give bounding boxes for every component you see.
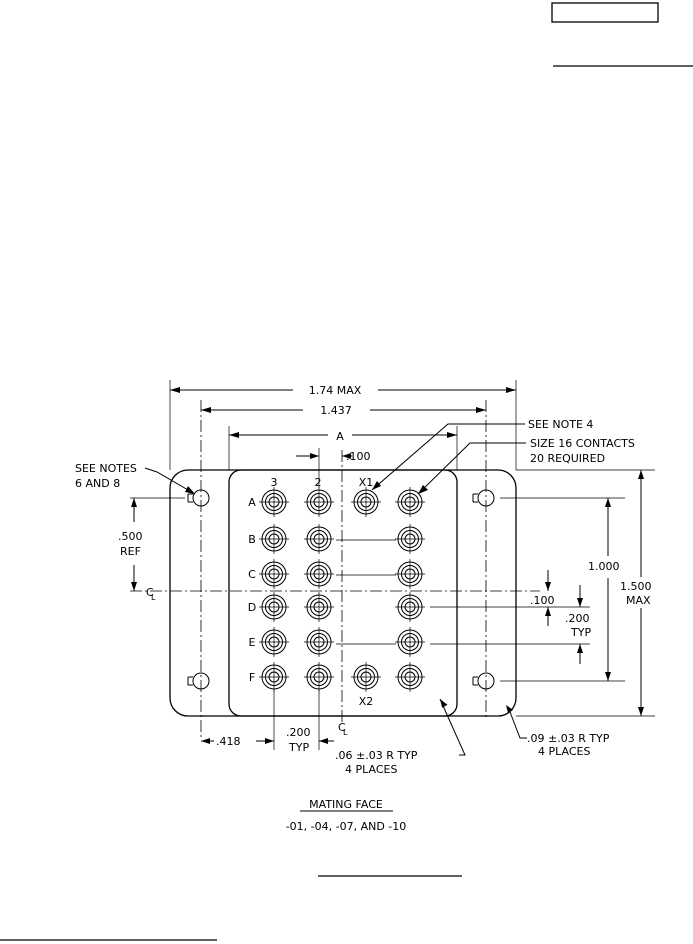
note-see-note-4: SEE NOTE 4: [528, 418, 593, 431]
contact-e2: [303, 626, 335, 658]
dim-mount-vertical: 1.000: [588, 560, 620, 573]
dim-col-offset: .100: [346, 450, 371, 463]
dim-ref-label: REF: [120, 545, 141, 558]
centerline-symbol-bottom-sub: L: [343, 728, 348, 737]
dim-col-pitch-label: TYP: [288, 741, 309, 754]
column-label-x1: X1: [359, 476, 374, 489]
note-inner-radius-line1: .06 ±.03 R TYP: [335, 749, 418, 762]
note-contacts-line1: SIZE 16 CONTACTS: [530, 437, 635, 450]
dim-row-typ-label: TYP: [570, 626, 591, 639]
note-outer-radius-line1: .09 ±.03 R TYP: [527, 732, 610, 745]
dim-ref-value: .500: [118, 530, 143, 543]
connector-insert-outline: [228, 469, 458, 717]
note-inner-radius-line2: 4 PLACES: [345, 763, 397, 776]
note-outer-radius-line2: 4 PLACES: [538, 745, 590, 758]
dim-total-height: 1.500: [620, 580, 652, 593]
contact-d3: [258, 591, 290, 623]
contact-b-right: [394, 523, 426, 555]
contact-f3: [258, 661, 290, 693]
dim-row-pitch: .100: [530, 594, 555, 607]
contact-c3: [258, 558, 290, 590]
row-label-d: D: [248, 601, 256, 614]
dim-left-offset: .418: [216, 735, 241, 748]
dim-col-pitch-value: .200: [286, 726, 311, 739]
row-label-e: E: [249, 636, 256, 649]
dim-row-typ-value: .200: [565, 612, 590, 625]
mounting-hole-top-right: [472, 489, 495, 507]
note-see-notes-line2: 6 AND 8: [75, 477, 120, 490]
row-label-f: F: [249, 671, 255, 684]
connector-flange-outline: [169, 469, 517, 717]
contact-a2: [303, 486, 335, 518]
column-label-3: 3: [271, 476, 278, 489]
contact-b2: [303, 523, 335, 555]
contact-ax1: [350, 486, 382, 518]
column-label-2: 2: [315, 476, 322, 489]
contact-c2: [303, 558, 335, 590]
contact-f2: [303, 661, 335, 693]
dim-total-height-max: MAX: [626, 594, 651, 607]
mounting-hole-bottom-left: [187, 672, 210, 690]
contact-label-x2: X2: [359, 695, 374, 708]
row-label-c: C: [248, 568, 256, 581]
mounting-hole-bottom-right: [472, 672, 495, 690]
contact-e-right: [394, 626, 426, 658]
contact-f-right: [394, 661, 426, 693]
contact-b3: [258, 523, 290, 555]
contact-c-right: [394, 558, 426, 590]
centerline-symbol-bottom: C: [338, 721, 346, 734]
header-box: [551, 2, 659, 23]
row-label-a: A: [248, 496, 256, 509]
dim-overall-width: 1.74 MAX: [309, 384, 362, 397]
caption-title: MATING FACE: [309, 798, 383, 811]
contact-d2: [303, 591, 335, 623]
dim-mount-spacing: 1.437: [320, 404, 352, 417]
dim-a: A: [336, 430, 344, 443]
row-label-b: B: [248, 533, 256, 546]
caption-subtitle: -01, -04, -07, AND -10: [286, 820, 407, 833]
centerline-symbol-left: C: [146, 586, 154, 599]
contact-fx2: [350, 661, 382, 693]
contact-a3: [258, 486, 290, 518]
contact-e3: [258, 626, 290, 658]
note-contacts-line2: 20 REQUIRED: [530, 452, 605, 465]
centerline-symbol-left-sub: L: [151, 593, 156, 602]
contact-d-right: [394, 591, 426, 623]
note-see-notes-line1: SEE NOTES: [75, 462, 137, 475]
